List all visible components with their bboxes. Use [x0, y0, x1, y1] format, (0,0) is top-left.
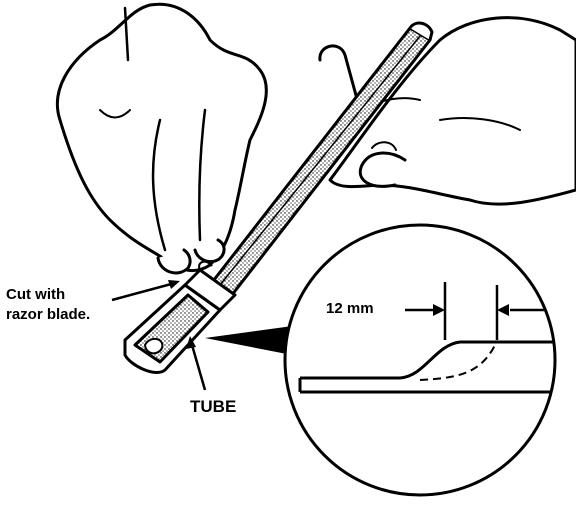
dim-arrow-right	[497, 304, 509, 316]
magnify-pointer	[205, 325, 300, 355]
dim-arrow-left	[433, 304, 445, 316]
magnified-view	[283, 223, 557, 497]
tube-piece	[123, 260, 237, 374]
dimension-label: 12 mm	[326, 300, 374, 317]
callout-cut-line2: razor blade.	[6, 306, 91, 323]
callout-cut-line1: Cut with	[6, 286, 66, 303]
callout-leaders	[111, 281, 207, 391]
cut-arrowhead	[168, 280, 180, 289]
left-hand	[55, 2, 268, 275]
tube-arrowhead	[186, 336, 196, 349]
callout-tube: TUBE	[190, 397, 237, 416]
right-hand	[318, 16, 576, 206]
